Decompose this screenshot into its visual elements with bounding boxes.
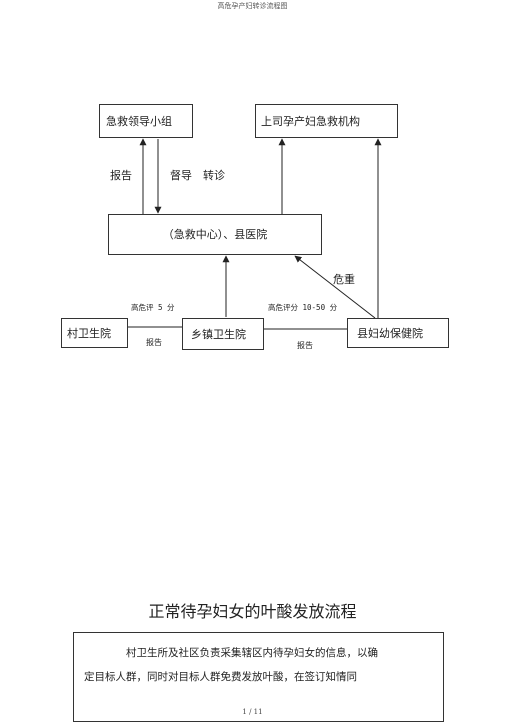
label-score-5: 高危评 5 分: [131, 303, 175, 312]
box-label: （急救中心）、县医院: [162, 228, 268, 241]
box-label: 村卫生院: [67, 326, 111, 340]
folic-acid-text-box: 村卫生所及社区负责采集辖区内待孕妇女的信息，以确 定目标人群，同时对目标人群免费…: [73, 632, 444, 722]
box-label: 乡镇卫生院: [191, 327, 246, 341]
box-county-hospital: （急救中心）、县医院: [108, 214, 322, 255]
label-score-10-50: 高危评分 10-50 分: [268, 303, 338, 312]
label-report-left: 报告: [146, 338, 162, 347]
box-village-clinic: 村卫生院: [61, 318, 128, 348]
label-transfer: 转诊: [203, 169, 225, 182]
page-number: 1 / 11: [242, 708, 263, 716]
box-label: 县妇幼保健院: [357, 326, 423, 340]
page-header: 高危孕产妇转诊流程图: [217, 2, 288, 10]
label-critical: 危重: [333, 273, 355, 286]
box-superior-institution: 上司孕产妇急救机构: [255, 104, 398, 138]
text-line-2: 定目标人群，同时对目标人群免费发放叶酸，在签订知情同: [84, 671, 357, 683]
box-label: 上司孕产妇急救机构: [261, 114, 360, 128]
section-title: 正常待孕妇女的叶酸发放流程: [148, 602, 357, 621]
box-township-clinic: 乡镇卫生院: [182, 318, 264, 350]
label-report-top: 报告: [110, 169, 132, 182]
box-county-mch: 县妇幼保健院: [347, 318, 449, 348]
text-line-1: 村卫生所及社区负责采集辖区内待孕妇女的信息，以确: [126, 647, 378, 659]
box-label: 急救领导小组: [106, 114, 172, 128]
label-supervise: 督导: [170, 169, 192, 182]
box-emergency-group: 急救领导小组: [99, 104, 193, 138]
label-report-right: 报告: [297, 341, 313, 350]
arrow-critical: [294, 255, 376, 319]
